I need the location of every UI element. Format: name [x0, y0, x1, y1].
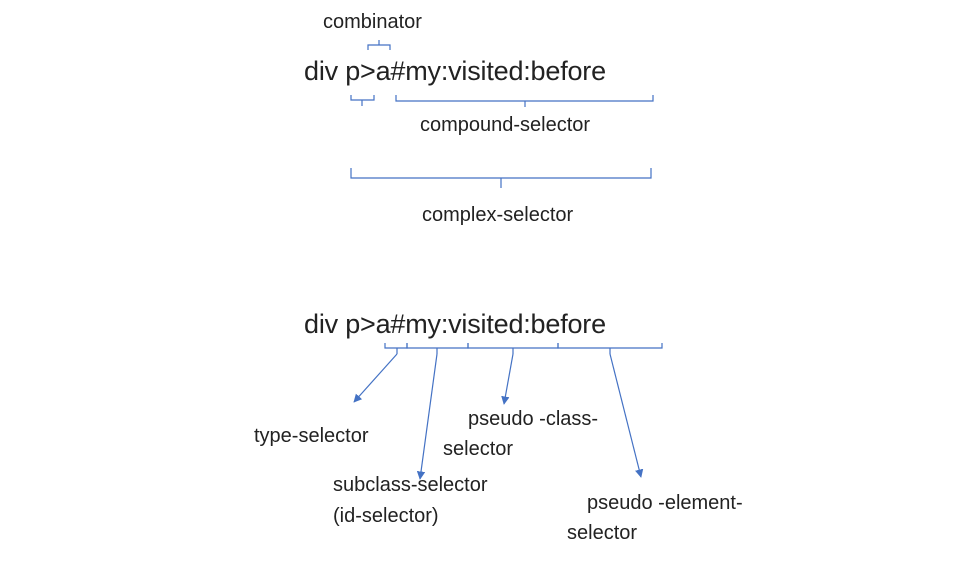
type-selector-label: type-selector — [254, 425, 369, 447]
pseudo-element-label-line1: pseudo -element- — [587, 492, 743, 514]
pseudo-class-label-line2: selector — [443, 438, 514, 460]
subclass-arrow — [416, 353, 438, 480]
p-bracket — [350, 95, 375, 106]
pseudo-class-bracket — [467, 343, 559, 354]
bottom-selector-text: div p>a#my:visited:before — [304, 309, 606, 339]
combinator-label: combinator — [323, 11, 422, 33]
id-selector-label: (id-selector) — [333, 505, 439, 527]
complex-bracket — [350, 168, 652, 188]
pseudo-element-arrow — [609, 353, 644, 478]
compound-bracket — [395, 95, 654, 107]
top-selector-text: div p>a#my:visited:before — [304, 56, 606, 86]
type-arrow — [353, 353, 398, 403]
type-bracket — [384, 343, 408, 354]
pseudo-class-label-line1: pseudo -class- — [468, 408, 599, 430]
compound-selector-label: compound-selector — [420, 114, 591, 136]
pseudo-class-arrow — [501, 353, 514, 405]
pseudo-element-bracket — [557, 343, 663, 354]
combinator-bracket — [367, 40, 391, 50]
subclass-selector-label: subclass-selector — [333, 474, 488, 496]
pseudo-element-label-line2: selector — [567, 522, 638, 544]
id-bracket — [406, 343, 469, 354]
complex-selector-label: complex-selector — [422, 204, 574, 226]
